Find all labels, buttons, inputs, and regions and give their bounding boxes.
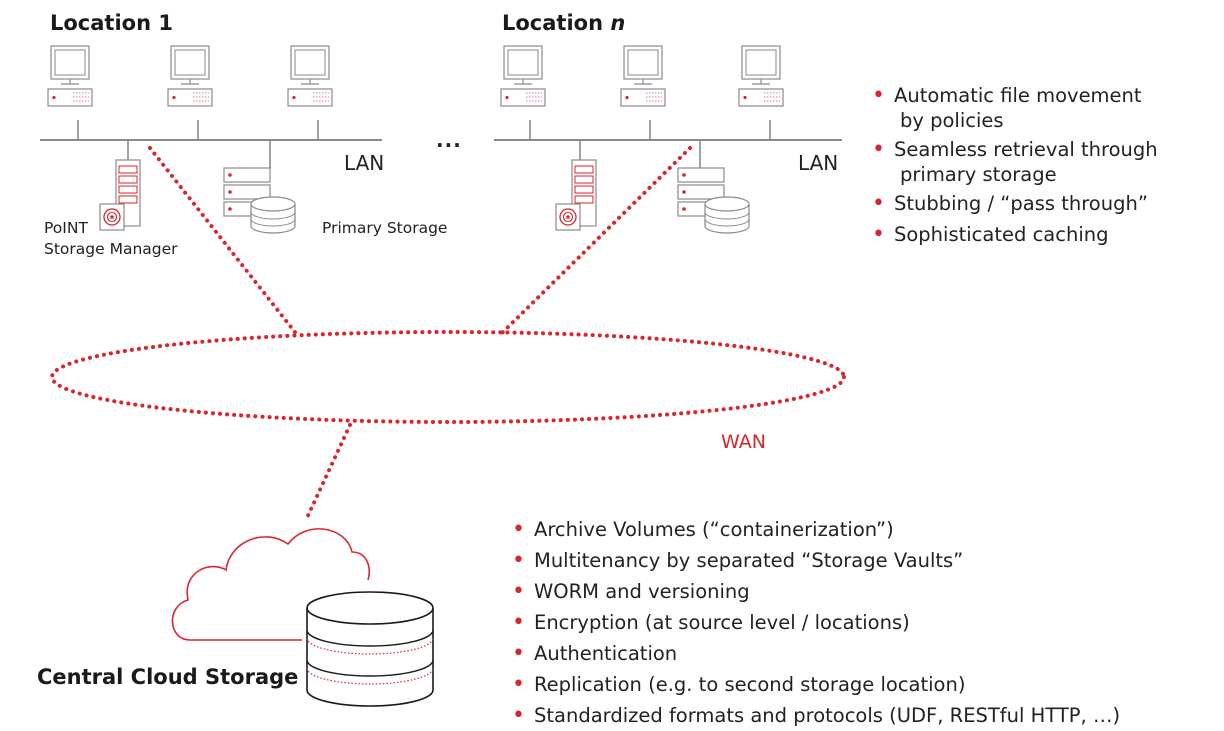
workstation-icon <box>620 45 666 107</box>
feature-item: •Archive Volumes (“containerization”) <box>512 517 894 542</box>
wan-ellipse <box>50 330 846 424</box>
primary-storage-icon <box>677 167 750 234</box>
feature-item: •Authentication <box>512 641 678 666</box>
lan-label-location-n: LAN <box>798 151 839 175</box>
location-n-group <box>494 45 842 234</box>
feature-item: •Replication (e.g. to second storage loc… <box>512 672 966 697</box>
cloud-icon <box>171 528 370 641</box>
cloud-storage-group <box>171 528 434 707</box>
location-1-group <box>40 45 382 234</box>
wan-link-location-1 <box>148 146 300 338</box>
feature-item: •Stubbing / “pass through” <box>872 191 1148 216</box>
workstation-icon <box>287 45 333 107</box>
wan-link-cloud <box>304 423 352 522</box>
wan-label: WAN <box>721 431 766 453</box>
central-disk-stack-icon <box>306 591 434 707</box>
wan-link-location-n <box>500 146 692 335</box>
workstation-icon <box>738 45 784 107</box>
workstation-icon <box>47 45 93 107</box>
feature-item: •Sophisticated caching <box>872 222 1109 247</box>
feature-item: •WORM and versioning <box>512 579 750 604</box>
storage-manager-server-icon <box>555 159 597 231</box>
primary-storage-icon <box>223 167 296 234</box>
more-locations-ellipsis: ... <box>436 128 462 152</box>
feature-item: •Encryption (at source level / locations… <box>512 610 910 635</box>
workstation-icon <box>167 45 213 107</box>
storage-manager-label: PoINT Storage Manager <box>44 219 178 258</box>
feature-item: •Multitenancy by separated “Storage Vaul… <box>512 548 964 573</box>
central-cloud-storage-label: Central Cloud Storage <box>37 665 299 689</box>
feature-item: •Standardized formats and protocols (UDF… <box>512 703 1121 728</box>
location-1-title: Location 1 <box>50 11 173 35</box>
lan-label-location-1: LAN <box>344 151 385 175</box>
primary-storage-label: Primary Storage <box>322 219 448 237</box>
workstation-icon <box>500 45 546 107</box>
location-n-title: Location n <box>502 11 626 35</box>
cloud-features-list: •Archive Volumes (“containerization”) •M… <box>508 514 1120 731</box>
